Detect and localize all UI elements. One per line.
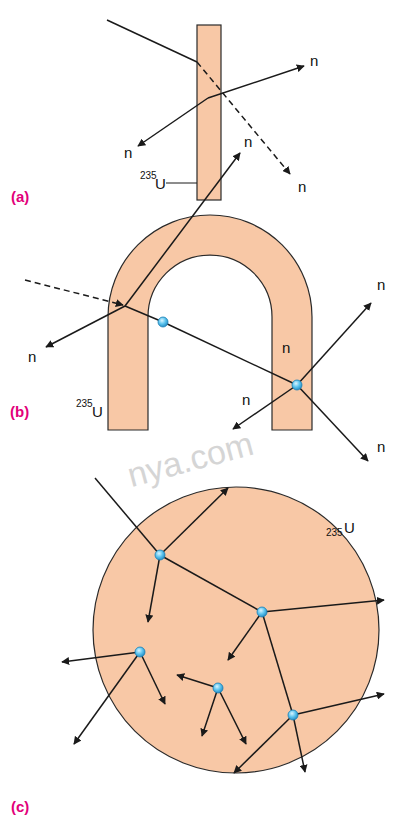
neutron-label: n: [377, 439, 385, 454]
neutron-label: n: [310, 53, 318, 68]
u-piece-b: [25, 153, 371, 461]
part-label: (b): [10, 404, 29, 419]
neutron-label: n: [28, 349, 36, 364]
neutron-label: n: [377, 277, 385, 292]
element-symbol: U: [92, 404, 103, 419]
neutron-label: n: [282, 340, 290, 355]
part-label: (c): [11, 799, 29, 814]
part-label: (a): [11, 189, 29, 204]
neutron-label: n: [242, 392, 250, 407]
sphere-c: [62, 478, 384, 773]
isotope-number: 235: [326, 528, 343, 538]
watermark: nya.com: [124, 426, 257, 492]
element-symbol: U: [344, 520, 355, 535]
neutron-label: n: [124, 145, 132, 160]
isotope-number: 235: [76, 399, 93, 409]
neutron-label: n: [244, 134, 252, 149]
slab-a: [107, 20, 304, 200]
neutron-label: n: [298, 179, 306, 194]
isotope-number: 235: [140, 171, 157, 181]
element-symbol: U: [155, 176, 166, 191]
